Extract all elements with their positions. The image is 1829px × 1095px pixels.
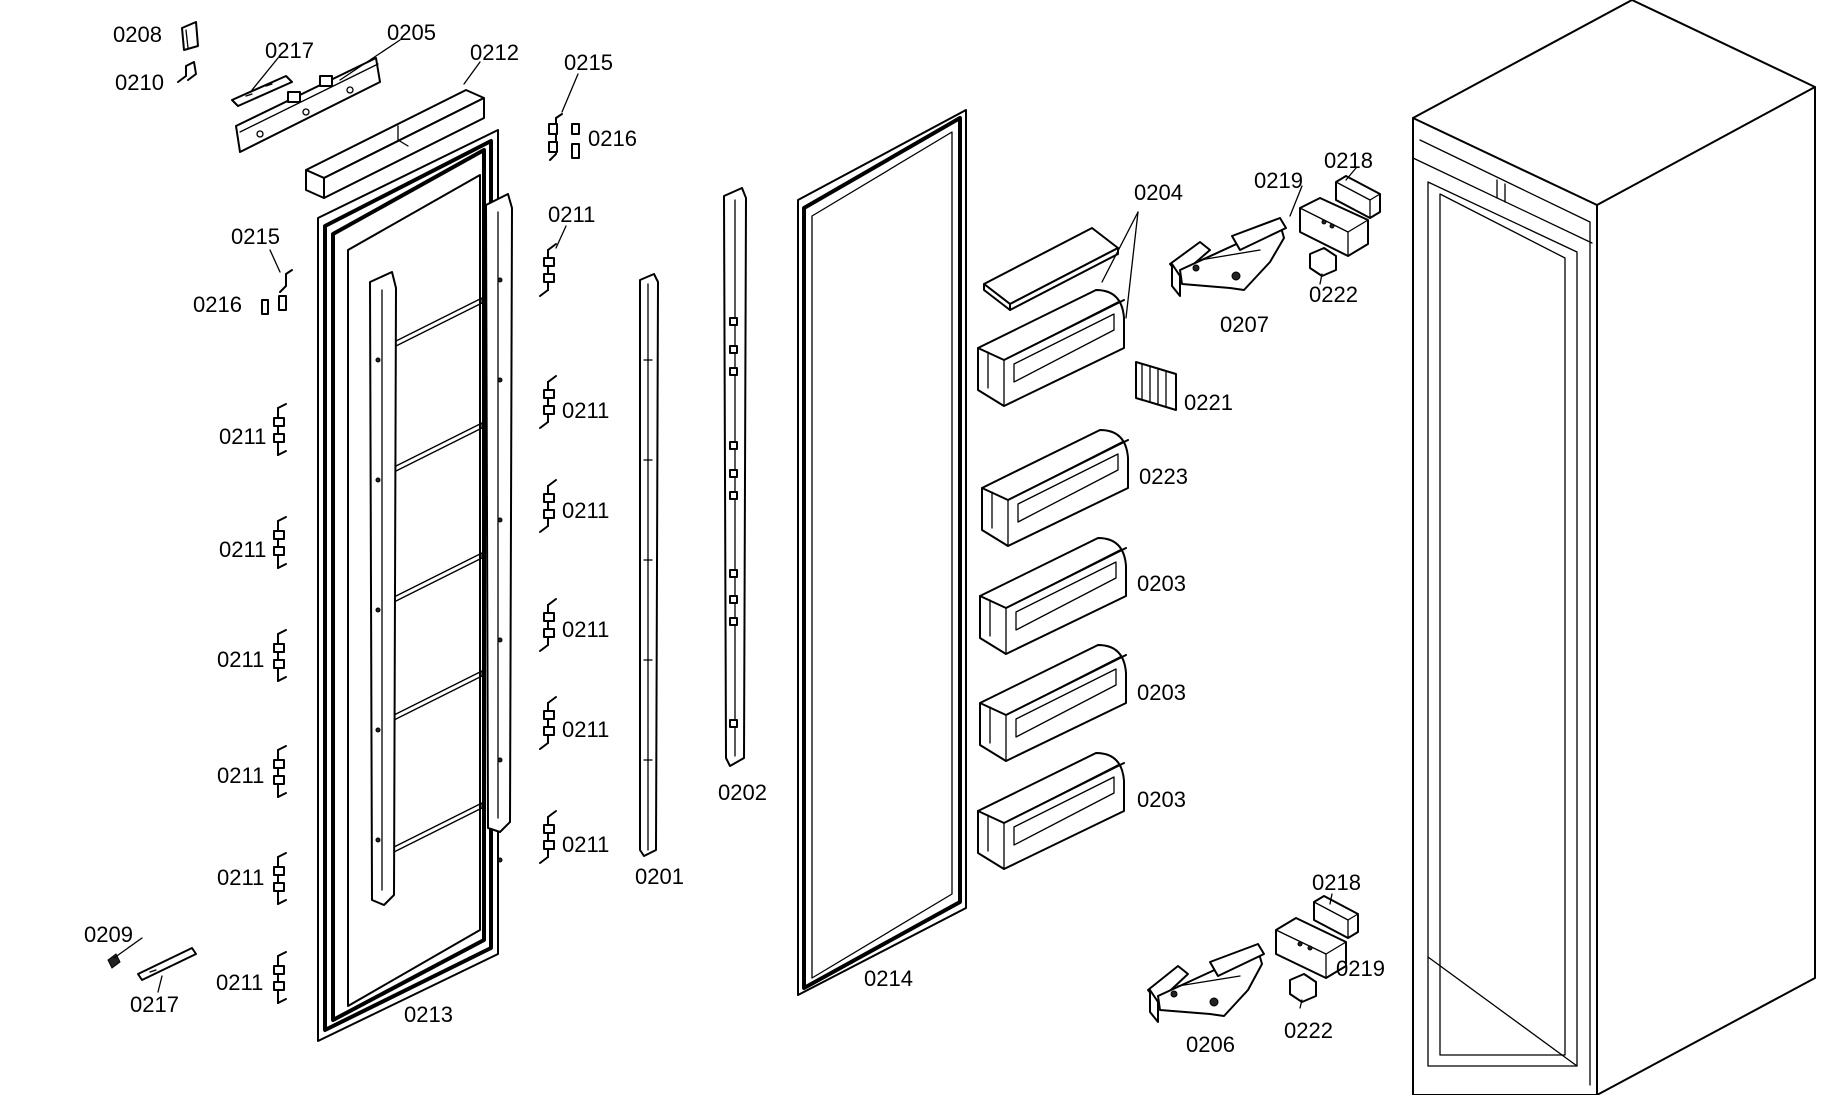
part-0222-pad-top	[1309, 247, 1337, 277]
label-0218: 0218	[1324, 148, 1373, 173]
part-0213-inner-door	[317, 129, 513, 1042]
label-0215: 0215	[231, 224, 280, 249]
part-0216-left	[261, 299, 269, 315]
label-0218: 0218	[1312, 870, 1361, 895]
part-0203-bin-b	[979, 644, 1127, 762]
part-0216-top	[571, 123, 580, 159]
part-0219-hinge-block-bottom	[1275, 917, 1347, 979]
label-0211: 0211	[217, 865, 264, 890]
label-0211: 0211	[219, 537, 266, 562]
label-0223: 0223	[1139, 464, 1188, 489]
hinge-clips-left	[261, 269, 293, 1004]
label-0211: 0211	[562, 717, 609, 742]
part-0212-top-cover	[305, 89, 485, 199]
label-0222: 0222	[1309, 282, 1358, 307]
part-0201-strip	[639, 273, 659, 857]
label-0207: 0207	[1220, 312, 1269, 337]
part-0217-top-bracket	[231, 75, 293, 107]
label-0203: 0203	[1137, 787, 1186, 812]
callout-labels: 0208 0210 0217 0205 0212 0215 0216 0215 …	[84, 20, 1385, 1057]
label-0205: 0205	[387, 20, 436, 45]
part-0214-outer-door	[797, 109, 967, 996]
part-0207-hinge-top	[1169, 217, 1287, 297]
label-0216: 0216	[588, 126, 637, 151]
label-0204: 0204	[1134, 180, 1183, 205]
label-0219: 0219	[1336, 956, 1385, 981]
part-0206-hinge-bottom	[1147, 943, 1265, 1023]
label-0214: 0214	[864, 966, 913, 991]
part-0217-bottom-bracket	[137, 947, 197, 981]
cabinet-body	[1412, 0, 1816, 1095]
label-0211: 0211	[562, 832, 609, 857]
part-0221-divider	[1135, 361, 1177, 411]
part-0222-pad-bottom	[1289, 973, 1317, 1003]
label-0208: 0208	[113, 22, 162, 47]
label-0201: 0201	[635, 864, 684, 889]
part-0218-bracket-top	[1335, 175, 1381, 219]
label-0206: 0206	[1186, 1032, 1235, 1057]
part-0210-clip	[177, 61, 197, 83]
label-0203: 0203	[1137, 571, 1186, 596]
hinge-clips-right	[539, 113, 580, 864]
label-0211: 0211	[216, 970, 263, 995]
label-0221: 0221	[1184, 390, 1233, 415]
part-0205-top-plate	[235, 57, 381, 153]
label-0211: 0211	[562, 498, 609, 523]
part-0215-top	[548, 113, 563, 161]
part-0219-hinge-block-top	[1299, 197, 1369, 257]
part-0203-bin-c	[977, 752, 1125, 870]
part-0209-screw	[107, 953, 121, 969]
label-0215: 0215	[564, 50, 613, 75]
part-0218-bracket-bottom	[1313, 895, 1359, 939]
label-0212: 0212	[470, 40, 519, 65]
door-rail-right	[485, 193, 513, 833]
label-0217: 0217	[130, 992, 179, 1017]
label-0217: 0217	[265, 38, 314, 63]
part-0202-strip	[723, 187, 747, 767]
label-0211: 0211	[217, 647, 264, 672]
part-0215-left	[278, 269, 293, 311]
label-0203: 0203	[1137, 680, 1186, 705]
label-0219: 0219	[1254, 168, 1303, 193]
door-bin	[977, 289, 1125, 407]
part-0203-bin-a	[979, 537, 1127, 655]
label-0209: 0209	[84, 922, 133, 947]
label-0211: 0211	[562, 617, 609, 642]
label-0210: 0210	[115, 70, 164, 95]
part-0208-clip	[181, 21, 199, 51]
leader-lines	[113, 39, 1357, 1009]
label-0211: 0211	[219, 424, 266, 449]
door-rail-left	[369, 271, 397, 906]
label-0202: 0202	[718, 780, 767, 805]
label-0216: 0216	[193, 292, 242, 317]
label-0213: 0213	[404, 1002, 453, 1027]
label-0211: 0211	[217, 763, 264, 788]
part-0223-bin	[981, 429, 1129, 547]
label-0222: 0222	[1284, 1018, 1333, 1043]
label-0211: 0211	[562, 398, 609, 423]
part-0204-bin-lid	[983, 227, 1119, 311]
label-0211: 0211	[548, 202, 595, 227]
